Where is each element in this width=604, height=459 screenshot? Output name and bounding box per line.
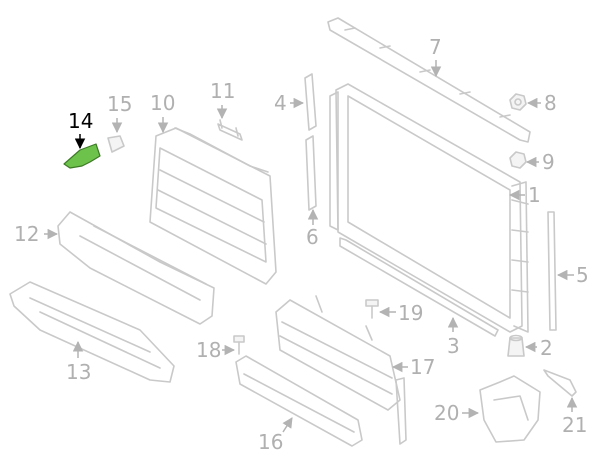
part-8-nut[interactable]	[509, 93, 527, 111]
callout-4: 4	[274, 91, 287, 115]
part-20-duct[interactable]	[479, 375, 541, 443]
callout-3: 3	[447, 334, 460, 358]
part-3-lower-seal[interactable]	[339, 237, 499, 337]
part-21-bracket[interactable]	[543, 369, 577, 397]
callout-20: 20	[434, 401, 459, 425]
part-7-seal-strip[interactable]	[327, 17, 531, 143]
part-6-side-seal[interactable]	[305, 135, 317, 211]
part-19-bolt[interactable]	[365, 299, 379, 319]
part-12-deflector[interactable]	[57, 211, 215, 325]
callout-5: 5	[576, 263, 589, 287]
part-13-lower-deflector[interactable]	[9, 281, 175, 383]
callouts: 1 2 3 4 5 6 7 8 9 10 11 12 13 14 15 16 1	[14, 35, 589, 454]
part-4-side-seal[interactable]	[304, 73, 317, 131]
part-17-shutter[interactable]	[275, 295, 407, 445]
part-9-clip[interactable]	[509, 151, 527, 169]
callout-14-highlighted: 14	[68, 109, 93, 133]
part-1-radiator[interactable]	[329, 83, 529, 333]
callout-13: 13	[66, 360, 91, 384]
callout-7: 7	[429, 35, 442, 59]
callout-16: 16	[258, 430, 283, 454]
callout-18: 18	[196, 338, 221, 362]
part-11-bracket[interactable]	[217, 119, 243, 141]
part-14-bracket-highlighted[interactable]	[63, 143, 101, 169]
callout-9: 9	[542, 150, 555, 174]
callout-19: 19	[398, 301, 423, 325]
callout-10: 10	[150, 91, 175, 115]
callout-17: 17	[410, 355, 435, 379]
callout-12: 12	[14, 222, 39, 246]
part-15-clip[interactable]	[107, 135, 125, 153]
part-18-bolt[interactable]	[233, 335, 245, 355]
callout-21: 21	[562, 413, 587, 437]
callout-1: 1	[528, 183, 541, 207]
part-16-lower-frame[interactable]	[235, 355, 363, 447]
callout-15: 15	[107, 92, 132, 116]
callout-8: 8	[544, 91, 557, 115]
part-2-mount[interactable]	[507, 334, 525, 357]
part-10-air-guide[interactable]	[149, 127, 277, 285]
callout-6: 6	[306, 225, 319, 249]
part-5-side-seal[interactable]	[547, 211, 557, 331]
callout-11: 11	[210, 79, 235, 103]
callout-2: 2	[540, 336, 553, 360]
